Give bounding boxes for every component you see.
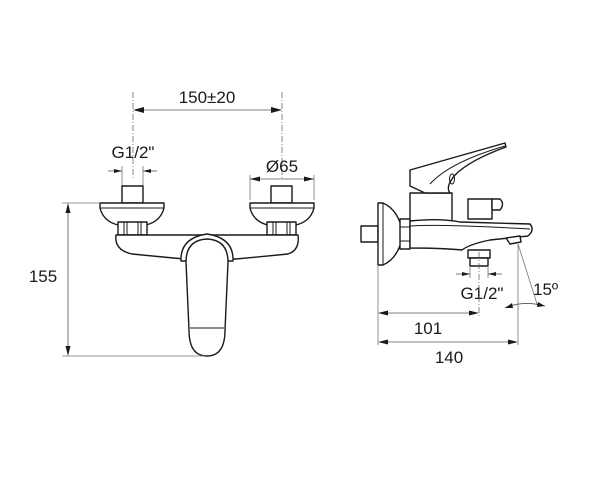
flange-diameter-label: Ø65 xyxy=(266,157,298,176)
height-dimension: 155 xyxy=(29,202,205,357)
side-nut xyxy=(399,218,411,250)
inlet-thread-label: G1/2" xyxy=(112,143,155,162)
diverter-knob xyxy=(467,198,493,220)
inlet-thread-dimension: G1/2" xyxy=(108,143,157,188)
left-inlet-stub xyxy=(121,185,144,204)
left-nut xyxy=(117,221,148,236)
side-cartridge-housing xyxy=(409,192,453,222)
wall-connector xyxy=(360,225,379,243)
outlet-offset-dimension: 101 xyxy=(377,252,480,345)
height-label: 155 xyxy=(29,267,57,286)
total-projection-dimension: 140 xyxy=(378,339,518,367)
outlet-thread-label: G1/2" xyxy=(461,284,504,303)
inlet-spacing-dimension: 150±20 xyxy=(133,88,282,113)
right-inlet-stub xyxy=(270,185,293,204)
side-view: G1/2" 15º 101 140 xyxy=(360,142,558,367)
inlet-spacing-label: 150±20 xyxy=(179,88,236,107)
right-nut xyxy=(266,221,297,236)
aerator xyxy=(505,235,522,245)
flange-diameter-dimension: Ø65 xyxy=(249,157,315,200)
outlet-offset-label: 101 xyxy=(414,319,442,338)
spout-angle-label: 15º xyxy=(533,280,558,299)
front-view: 150±20 G1/2" Ø65 xyxy=(29,88,315,357)
spout-angle-dimension: 15º xyxy=(504,243,558,345)
lever-handle xyxy=(185,238,229,357)
total-projection-label: 140 xyxy=(435,348,463,367)
outlet-thread-dimension: G1/2" xyxy=(456,266,503,303)
spout-body xyxy=(409,219,533,251)
diverter-knob-tip xyxy=(491,198,504,211)
side-flange xyxy=(377,202,404,266)
